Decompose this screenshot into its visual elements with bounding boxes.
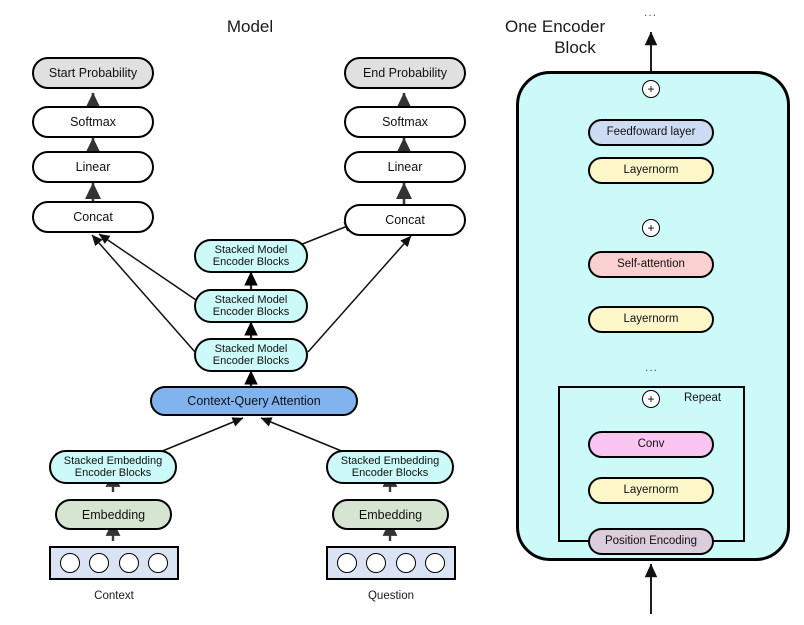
- smeb-mid-line2: Encoder Blocks: [212, 306, 290, 318]
- right-softmax-box: Softmax: [344, 106, 466, 138]
- end-probability-box: End Probability: [344, 57, 466, 89]
- encoder-top-ellipsis: ...: [644, 5, 658, 19]
- context-embedding-box: Embedding: [55, 499, 172, 530]
- residual-add-feedforward: +: [642, 80, 660, 98]
- plus-symbol-3: +: [647, 392, 655, 406]
- plus-symbol-2: +: [647, 221, 655, 235]
- smeb-bot-line1: Stacked Model: [214, 342, 288, 355]
- left-softmax-box: Softmax: [32, 106, 154, 138]
- question-token-1: [337, 553, 358, 573]
- left-concat-box: Concat: [32, 201, 154, 233]
- question-token-4: [424, 553, 445, 573]
- encoder-title-line1: One Encoder: [505, 17, 606, 36]
- context-token-1: [60, 553, 81, 573]
- layernorm-bottom-label: Layernorm: [623, 484, 679, 497]
- self-attention-label: Self-attention: [617, 258, 685, 271]
- context-token-bar: [49, 546, 179, 580]
- position-encoding-box: Position Encoding: [588, 528, 714, 555]
- stacked-model-encoder-block-top: Stacked Model Encoder Blocks: [194, 239, 308, 273]
- feedforward-label: Feedfoward layer: [606, 126, 696, 139]
- left-linear-label: Linear: [75, 160, 111, 174]
- left-linear-box: Linear: [32, 151, 154, 183]
- encoder-middle-ellipsis: ...: [645, 360, 659, 374]
- question-embedding-label: Embedding: [358, 507, 423, 522]
- self-attention-box: Self-attention: [588, 251, 714, 278]
- question-token-bar: [326, 546, 456, 580]
- right-linear-label: Linear: [387, 160, 423, 174]
- question-seeb-line2: Encoder Blocks: [351, 467, 429, 479]
- question-embedding-box: Embedding: [332, 499, 449, 530]
- layernorm-top-label: Layernorm: [623, 164, 679, 177]
- residual-add-attention: +: [642, 219, 660, 237]
- layernorm-mid-box: Layernorm: [588, 306, 714, 333]
- layernorm-top-box: Layernorm: [588, 157, 714, 184]
- context-caption: Context: [94, 590, 134, 602]
- question-token-3: [395, 553, 416, 573]
- smeb-mid-line1: Stacked Model: [214, 293, 288, 306]
- smeb-top-line2: Encoder Blocks: [212, 256, 290, 268]
- layernorm-bottom-box: Layernorm: [588, 477, 714, 504]
- concat-right-inputs: [289, 222, 412, 353]
- model-title: Model: [226, 17, 274, 36]
- context-stacked-embedding-encoder-blocks: Stacked Embedding Encoder Blocks: [49, 450, 177, 484]
- question-stacked-embedding-encoder-blocks: Stacked Embedding Encoder Blocks: [326, 450, 454, 484]
- right-linear-box: Linear: [344, 151, 466, 183]
- plus-symbol-1: +: [647, 82, 655, 96]
- residual-add-conv: +: [642, 390, 660, 408]
- question-seeb-line1: Stacked Embedding: [340, 454, 440, 467]
- layernorm-mid-label: Layernorm: [623, 313, 679, 326]
- right-softmax-label: Softmax: [382, 115, 428, 129]
- smeb-top-line1: Stacked Model: [214, 243, 288, 256]
- context-token-3: [118, 553, 139, 573]
- right-concat-label: Concat: [385, 213, 425, 227]
- smeb-bot-line2: Encoder Blocks: [212, 355, 290, 367]
- context-seeb-line2: Encoder Blocks: [74, 467, 152, 479]
- stacked-model-encoder-block-middle: Stacked Model Encoder Blocks: [194, 289, 308, 323]
- context-embedding-label: Embedding: [81, 507, 146, 522]
- context-token-4: [147, 553, 168, 573]
- conv-label: Conv: [637, 438, 665, 451]
- attention-inputs: [159, 417, 345, 453]
- encoder-title-line2: Block: [554, 38, 596, 57]
- repeat-group-box: [558, 386, 745, 542]
- start-probability-box: Start Probability: [32, 57, 154, 89]
- context-query-attention-label: Context-Query Attention: [187, 394, 321, 408]
- feedforward-layer-box: Feedfoward layer: [588, 119, 714, 146]
- context-seeb-line1: Stacked Embedding: [63, 454, 163, 467]
- stacked-model-encoder-block-bottom: Stacked Model Encoder Blocks: [194, 338, 308, 372]
- context-token-2: [89, 553, 110, 573]
- left-concat-label: Concat: [73, 210, 113, 224]
- position-encoding-label: Position Encoding: [604, 535, 698, 548]
- right-concat-box: Concat: [344, 204, 466, 236]
- conv-box: Conv: [588, 431, 714, 458]
- question-token-2: [366, 553, 387, 573]
- question-caption: Question: [367, 590, 415, 602]
- context-query-attention-box: Context-Query Attention: [150, 386, 358, 416]
- repeat-label: Repeat: [684, 392, 722, 404]
- left-softmax-label: Softmax: [70, 115, 116, 129]
- end-probability-label: End Probability: [362, 66, 448, 80]
- concat-left-inputs: [91, 233, 197, 353]
- start-probability-label: Start Probability: [48, 66, 138, 80]
